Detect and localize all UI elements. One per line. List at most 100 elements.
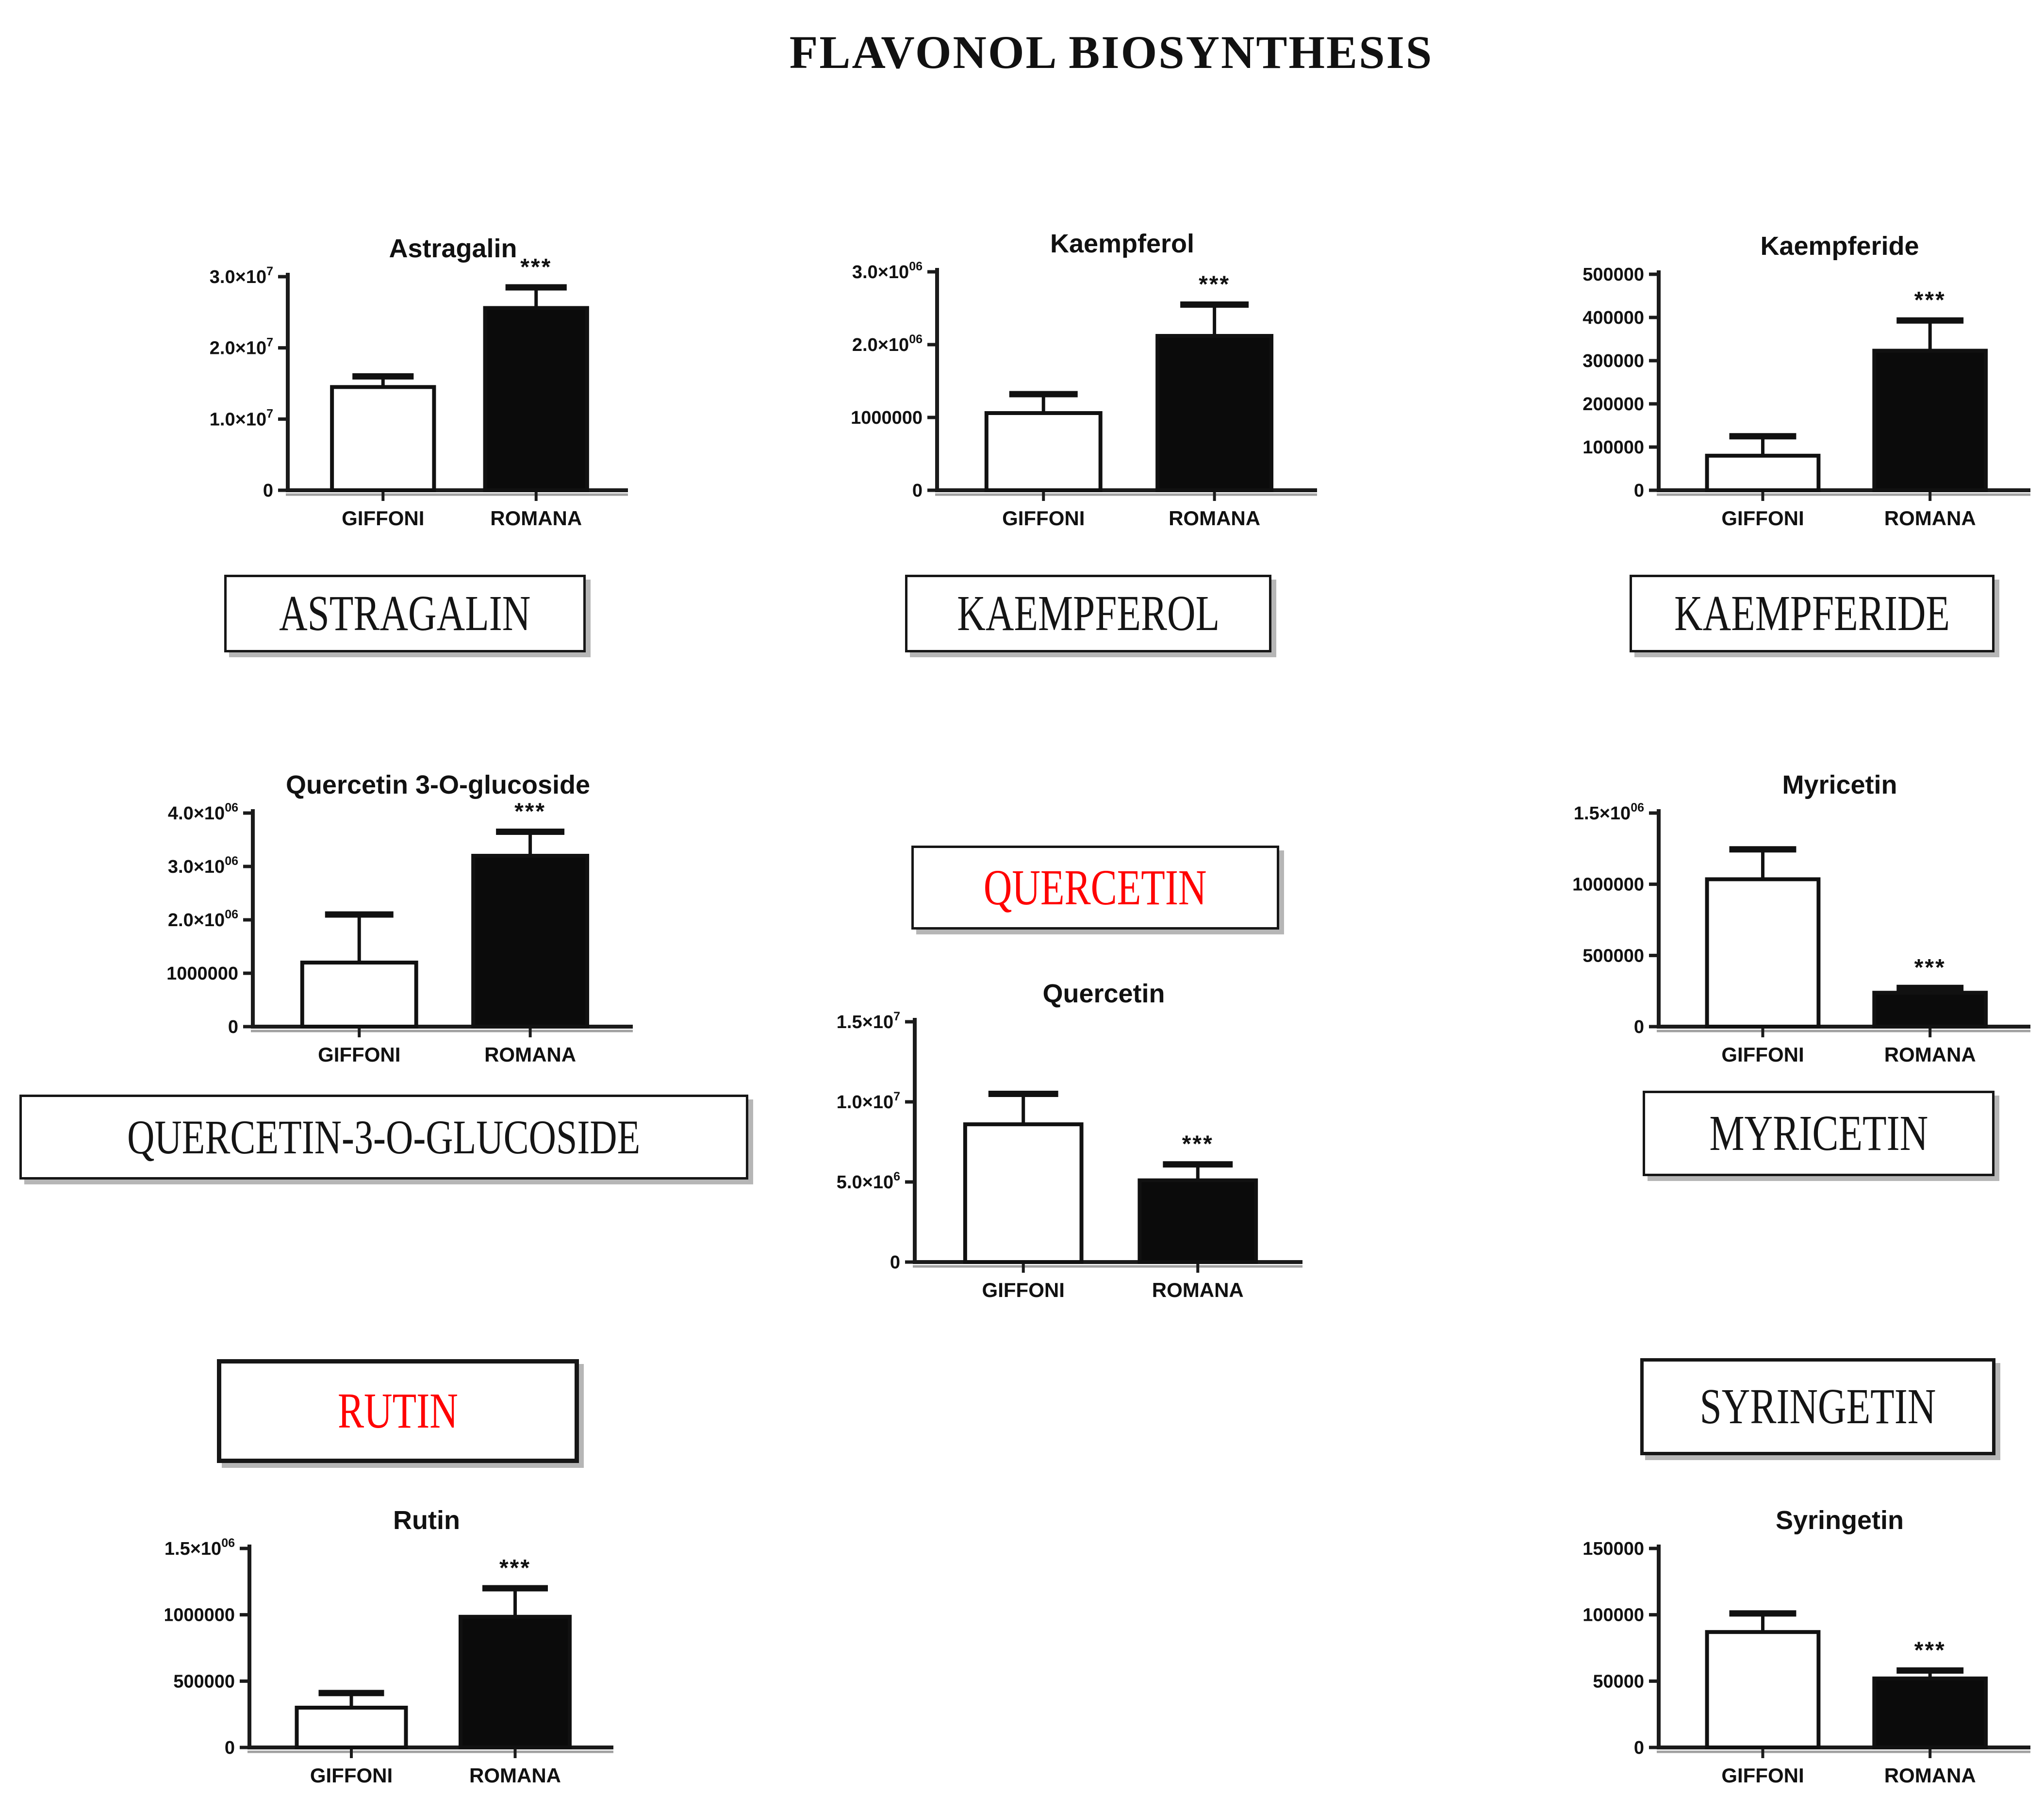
y-tick-label: 0 <box>1634 1017 1644 1037</box>
y-tick-label: 1.5×1006 <box>1574 801 1644 824</box>
y-tick-label: 100000 <box>1582 437 1644 458</box>
significance-stars: *** <box>1182 1131 1214 1157</box>
x-category-label: GIFFONI <box>1721 1043 1804 1066</box>
y-tick-label: 1000000 <box>1572 875 1644 895</box>
x-category-label: ROMANA <box>1152 1279 1244 1301</box>
significance-stars: *** <box>1914 287 1946 313</box>
chart-title: Syringetin <box>1776 1506 1904 1535</box>
pathway-box-label: QUERCETIN <box>984 859 1207 915</box>
x-category-label: ROMANA <box>484 1043 576 1066</box>
y-tick-label: 2.0×1006 <box>168 908 238 931</box>
bar-giffoni <box>1705 453 1821 492</box>
y-tick-label: 50000 <box>1593 1671 1644 1692</box>
x-category-label: GIFFONI <box>342 507 424 530</box>
pathway-box-astragalin: ASTRAGALIN <box>224 575 586 652</box>
y-tick-label: 0 <box>228 1017 238 1037</box>
bar-giffoni <box>330 385 436 493</box>
x-category-label: ROMANA <box>1884 1764 1976 1787</box>
quercetin-chart: Quercetin05.0×1061.0×1071.5×107GIFFONI**… <box>837 979 1302 1301</box>
significance-stars: *** <box>520 254 552 280</box>
x-category-label: GIFFONI <box>1721 507 1804 530</box>
x-category-label: ROMANA <box>1169 507 1260 530</box>
pathway-box-label: KAEMPFERIDE <box>1674 585 1950 641</box>
chart-title: Astragalin <box>389 234 517 263</box>
bar-romana <box>1872 1676 1988 1749</box>
y-tick-label: 500000 <box>1582 265 1644 285</box>
rutin-chart: Rutin050000010000001.5×1006GIFFONI***ROM… <box>163 1506 613 1787</box>
y-tick-label: 0 <box>1634 481 1644 501</box>
y-tick-label: 0 <box>890 1252 900 1273</box>
x-category-label: GIFFONI <box>310 1764 393 1787</box>
chart-title: Quercetin 3-O-glucoside <box>286 770 590 799</box>
pathway-box-quercetin: QUERCETIN <box>911 846 1279 930</box>
bar-romana <box>459 1614 572 1749</box>
y-tick-label: 200000 <box>1582 394 1644 415</box>
y-tick-label: 1.0×107 <box>210 407 273 430</box>
bar-giffoni <box>1705 1630 1821 1750</box>
pathway-box-kaempferide: KAEMPFERIDE <box>1630 575 1995 652</box>
y-tick-label: 1000000 <box>166 964 238 984</box>
chart-title: Myricetin <box>1782 770 1897 799</box>
pathway-box-kaempferol: KAEMPFEROL <box>905 575 1271 652</box>
chart-title: Rutin <box>393 1506 460 1535</box>
bar-romana <box>1872 991 1988 1029</box>
y-tick-label: 150000 <box>1582 1539 1644 1559</box>
bar-giffoni <box>295 1706 408 1749</box>
pathway-box-myricetin: MYRICETIN <box>1643 1091 1995 1176</box>
y-tick-label: 3.0×107 <box>210 265 273 287</box>
y-tick-label: 500000 <box>1582 946 1644 966</box>
pathway-box-syringetin: SYRINGETIN <box>1640 1358 1995 1455</box>
bar-giffoni <box>984 411 1103 492</box>
significance-stars: *** <box>514 799 546 825</box>
x-category-label: GIFFONI <box>318 1043 400 1066</box>
pathway-box-label: KAEMPFEROL <box>957 585 1220 641</box>
x-category-label: ROMANA <box>490 507 582 530</box>
y-tick-label: 2.0×107 <box>210 336 273 359</box>
kaempferide-chart: Kaempferide01000002000003000004000005000… <box>1582 232 2030 530</box>
significance-stars: *** <box>499 1555 531 1581</box>
chart-title: Kaempferol <box>1050 229 1194 258</box>
pathway-box-quercetin-3-o-glucoside: QUERCETIN-3-O-GLUCOSIDE <box>19 1095 748 1180</box>
y-tick-label: 1000000 <box>165 1605 235 1626</box>
pathway-box-label: QUERCETIN-3-O-GLUCOSIDE <box>127 1110 641 1164</box>
pathway-box-label: SYRINGETIN <box>1699 1379 1936 1434</box>
figure-title: FLAVONOL BIOSYNTHESIS <box>789 26 1434 78</box>
y-tick-label: 500000 <box>173 1671 235 1692</box>
bar-romana <box>1872 349 1988 492</box>
x-category-label: GIFFONI <box>1721 1764 1804 1787</box>
pathway-box-label: ASTRAGALIN <box>279 585 531 641</box>
y-tick-label: 1.5×107 <box>837 1010 900 1032</box>
y-tick-label: 0 <box>263 481 273 501</box>
y-tick-label: 0 <box>1634 1738 1644 1758</box>
x-category-label: ROMANA <box>1884 507 1976 530</box>
y-tick-label: 400000 <box>1582 308 1644 328</box>
pathway-box-label: RUTIN <box>338 1383 458 1439</box>
x-category-label: GIFFONI <box>1002 507 1085 530</box>
chart-title: Kaempferide <box>1760 232 1919 261</box>
y-tick-label: 1.5×1006 <box>165 1536 235 1559</box>
x-category-label: GIFFONI <box>982 1279 1065 1301</box>
bar-giffoni <box>300 961 418 1029</box>
chart-title: Quercetin <box>1042 979 1165 1008</box>
bar-giffoni <box>1705 877 1821 1029</box>
x-category-label: ROMANA <box>469 1764 561 1787</box>
significance-stars: *** <box>1914 955 1946 981</box>
y-tick-label: 1.0×107 <box>837 1090 900 1113</box>
y-tick-label: 1000000 <box>851 408 923 428</box>
y-tick-label: 0 <box>912 481 923 501</box>
pathway-box-rutin: RUTIN <box>217 1359 579 1463</box>
quercetin-3-o-glucoside-chart: Quercetin 3-O-glucoside010000002.0×10063… <box>166 770 633 1066</box>
bar-romana <box>1137 1178 1258 1264</box>
pathway-box-label: MYRICETIN <box>1709 1105 1928 1161</box>
y-tick-label: 2.0×1006 <box>852 333 923 355</box>
